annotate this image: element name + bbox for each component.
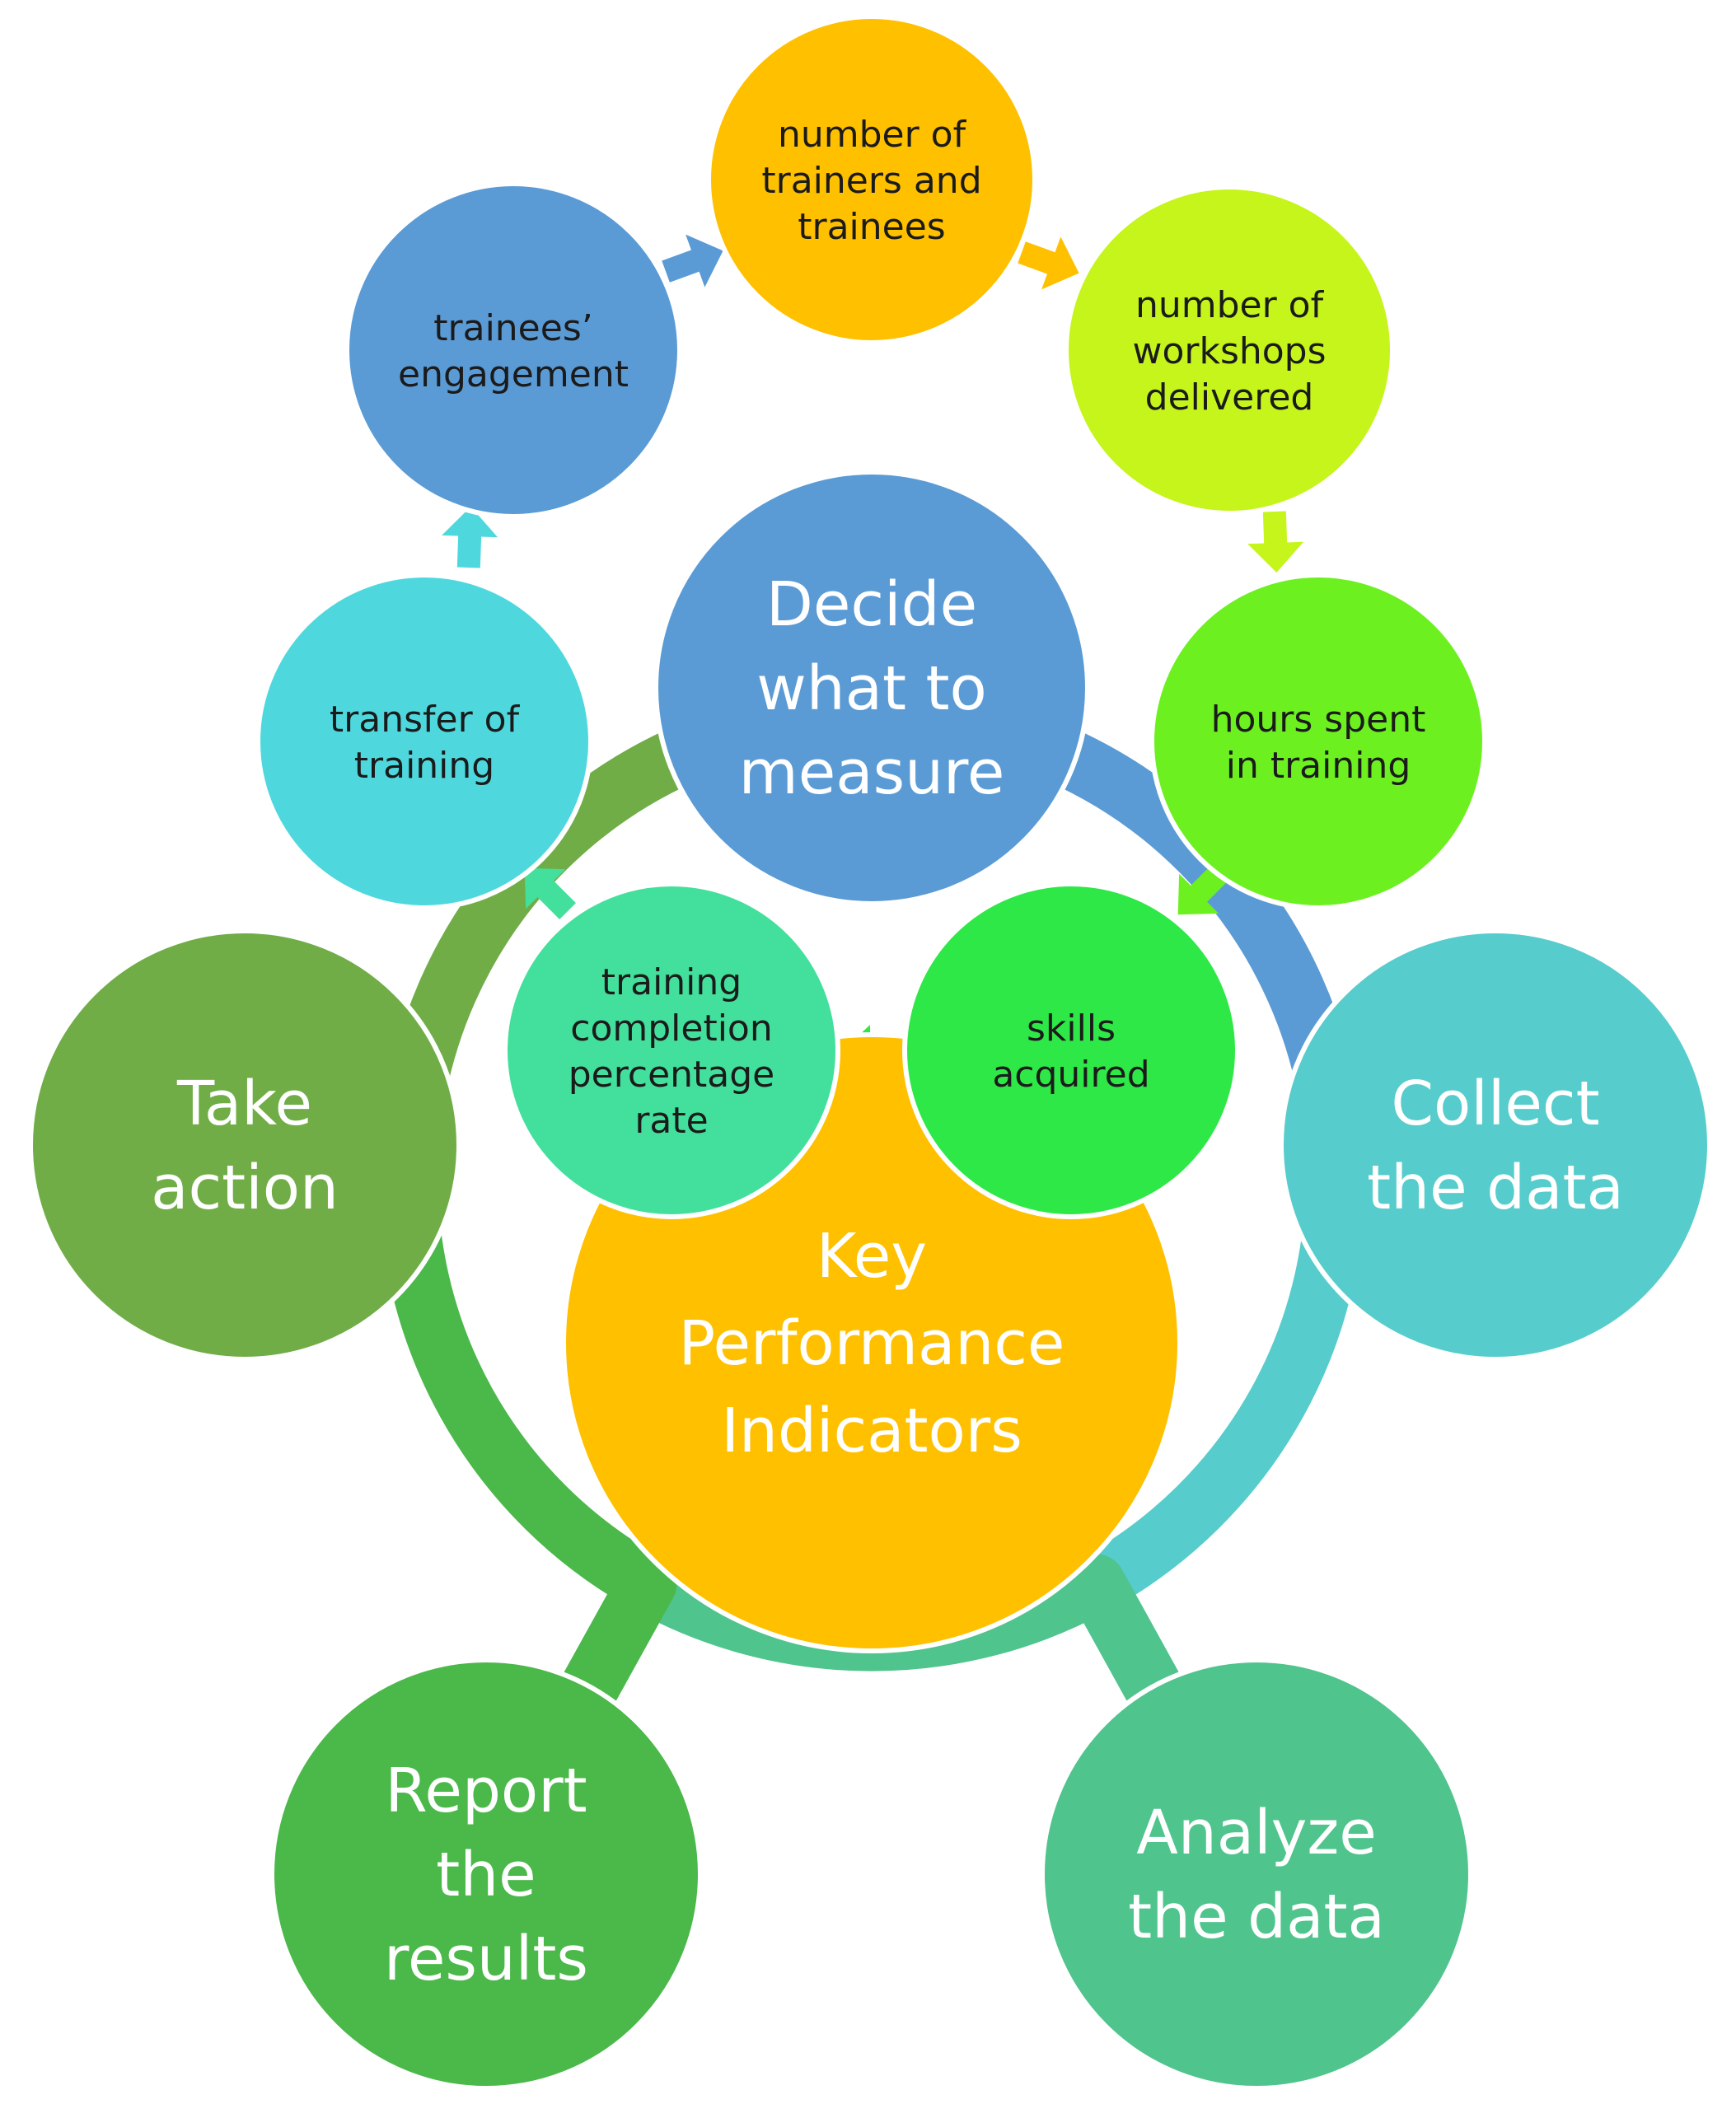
kpi-workshops-label-line: delivered [1145, 376, 1314, 418]
kpi-transfer-circle [255, 573, 593, 910]
stage-report-label-line: Report [385, 1756, 587, 1826]
stage-action-label-line: action [151, 1153, 339, 1223]
kpi-skills-label-line: acquired [992, 1054, 1149, 1096]
stage-decide-top-label-line: what to [756, 653, 987, 724]
kpi-skills-circle [902, 881, 1240, 1219]
stage-report-label-line: results [384, 1924, 588, 1994]
stage-analyze-circle [1040, 1657, 1473, 2091]
arrow-shape [1247, 511, 1304, 573]
kpi-completion-label-line: completion [570, 1008, 772, 1050]
center-kpi-label-line: Key [817, 1221, 927, 1292]
kpi-engagement: trainees’engagement [344, 181, 682, 519]
arrow-shape [1018, 236, 1079, 290]
center-kpi-label-line: Performance [679, 1308, 1065, 1379]
kpi-engagement-circle [344, 181, 682, 519]
stage-action: Take action [28, 928, 461, 1362]
kpi-completion-label-line: percentage [569, 1054, 775, 1096]
kpi-transfer-label-line: transfer of [330, 699, 521, 741]
stage-action-circle [28, 928, 461, 1362]
arrow-icon [1247, 511, 1304, 573]
stage-action-label-line: Take [176, 1068, 312, 1139]
kpi-engagement-label-line: trainees’ [433, 307, 592, 349]
arrow-shape [662, 234, 723, 288]
arrow-shape [524, 867, 576, 919]
kpi-transfer-label-line: training [354, 745, 494, 787]
arrow-shape [1177, 863, 1229, 915]
stage-collect-label-line: the data [1367, 1153, 1624, 1223]
stage-collect-label-line: Collect [1391, 1068, 1599, 1139]
stage-decide-top-label-line: Decide [766, 569, 977, 640]
arrow-icon [1018, 236, 1079, 290]
arrow-icon [1177, 863, 1229, 915]
kpi-workshops-circle [1064, 185, 1395, 516]
kpi-completion-label-line: rate [634, 1100, 708, 1142]
stage-collect-circle [1279, 928, 1712, 1362]
kpi-hours-label-line: in training [1226, 745, 1411, 787]
kpi-hours-circle [1149, 573, 1487, 910]
center-kpi-label-line: Indicators [721, 1396, 1022, 1466]
stage-analyze: Analyze the data [1040, 1657, 1473, 2091]
kpi-engagement-label-line: engagement [398, 353, 629, 395]
kpi-trainers-label-line: trainees [798, 206, 945, 248]
arrow-icon [442, 507, 498, 568]
arrow-shape [442, 507, 498, 568]
stage-decide-top-label-line: measure [739, 737, 1005, 808]
kpi-trainers-circle [706, 14, 1037, 345]
kpi-workshops-label-line: number of [1135, 284, 1325, 326]
kpi-completion-label-line: training [601, 961, 742, 1003]
kpi-skills-label-line: skills [1027, 1008, 1116, 1050]
kpi-trainers-label-line: trainers and [761, 160, 981, 202]
stage-decide-top-circle [653, 470, 1090, 906]
stage-analyze-label-line: the data [1128, 1882, 1385, 1952]
kpi-trainers-label-line: number of [778, 114, 967, 156]
stage-decide-top: Decide what to measure [653, 470, 1090, 906]
stage-report-circle [269, 1657, 703, 2091]
stage-report: Report the results [269, 1657, 703, 2091]
stage-analyze-label-line: Analyze [1136, 1798, 1377, 1868]
kpi-hours-label-line: hours spent [1211, 699, 1426, 741]
kpi-workshops-label-line: workshops [1132, 330, 1326, 372]
arrow-icon [662, 234, 723, 288]
stage-collect: Collect the data [1279, 928, 1712, 1362]
kpi-completion-circle [503, 881, 840, 1219]
arrow-icon [524, 867, 576, 919]
stage-report-label-line: the [436, 1840, 536, 1910]
